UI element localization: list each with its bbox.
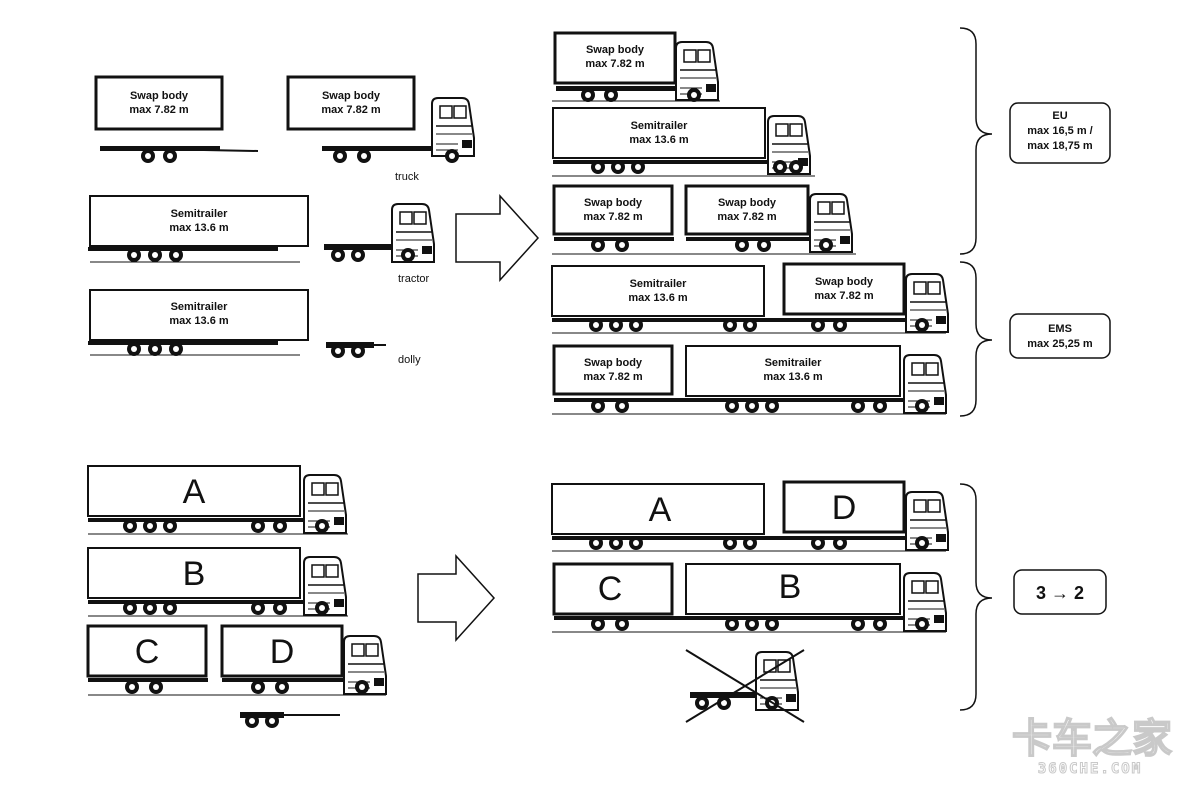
combo-truck-swap-body: Swap body max 7.82 m [552, 31, 720, 102]
swap-body-length-2: max 7.82 m [321, 104, 381, 116]
combo4b-label: Swap body [815, 276, 874, 288]
combo5b-length: max 13.6 m [763, 371, 823, 383]
semitrailer-standalone-2: Semitrailer max 13.6 m [88, 289, 309, 356]
semitrailer-label-1: Semitrailer [171, 208, 229, 220]
combinations-panel: Swap body max 7.82 m Semitrailer max 13.… [551, 31, 949, 415]
eu-max-1: max 16,5 m / [1027, 125, 1092, 137]
transition-arrow-top [455, 194, 540, 282]
load-c-right: C [598, 570, 623, 608]
semitrailer-standalone: Semitrailer max 13.6 m [88, 195, 309, 263]
load-d-left: D [270, 633, 295, 671]
transition-arrow-bottom [417, 554, 496, 642]
swap-body-standalone: Swap body max 7.82 m [94, 75, 259, 163]
load-c-left: C [135, 633, 160, 671]
semitrailer-length-2: max 13.6 m [169, 315, 229, 327]
combo-swap-body-semitrailer: Swap body max 7.82 m Semitrailer max 13.… [552, 344, 947, 415]
semitrailer-label-2: Semitrailer [171, 301, 229, 313]
eu-max-2: max 18,75 m [1027, 140, 1093, 152]
truck-caption: truck [395, 171, 419, 183]
combo2-length: max 13.6 m [629, 134, 689, 146]
tractor: tractor [324, 203, 435, 285]
dolly: dolly [326, 342, 421, 366]
removed-tractor [685, 649, 805, 723]
ems-max: max 25,25 m [1027, 338, 1093, 350]
combo4b-length: max 7.82 m [814, 290, 874, 302]
watermark-brand: 卡车之家 [1012, 716, 1172, 762]
combo3a-label: Swap body [584, 197, 643, 209]
eu-label-box [1009, 102, 1111, 164]
swap-body-length-1: max 7.82 m [129, 104, 189, 116]
combo-truck-two-swap-bodies: Swap body max 7.82 m Swap body max 7.82 … [552, 184, 856, 255]
load-d-right: D [832, 489, 857, 527]
semitrailer-length-1: max 13.6 m [169, 222, 229, 234]
eu-title: EU [1052, 110, 1067, 122]
combo3a-length: max 7.82 m [583, 211, 643, 223]
combo-semitrailer-dolly-swap-body: Semitrailer max 13.6 m Swap body max 7.8… [551, 262, 949, 334]
swap-body-label-1: Swap body [130, 90, 189, 102]
group-braces-top: EU max 16,5 m / max 18,75 m EMS max 25,2… [959, 27, 1111, 417]
truck-with-swap-body: Swap body max 7.82 m truck [286, 75, 475, 183]
combo2-label: Semitrailer [631, 120, 689, 132]
combo1-length: max 7.82 m [585, 58, 645, 70]
components-panel: Swap body max 7.82 m Swap body max 7.82 … [88, 75, 475, 366]
load-b-right: B [779, 568, 802, 606]
combo4a-label: Semitrailer [630, 278, 688, 290]
dolly-caption: dolly [398, 354, 421, 366]
swap-body-label-2: Swap body [322, 90, 381, 102]
load-a-left: A [183, 473, 206, 511]
load-a-right: A [649, 491, 672, 529]
result-label-box [1013, 569, 1107, 615]
tractor-caption: tractor [398, 273, 430, 285]
group-brace-bottom: 3 → 2 [959, 483, 1107, 711]
combo1-label: Swap body [586, 44, 645, 56]
combo5a-length: max 7.82 m [583, 371, 643, 383]
result-label: 3 → 2 [1036, 583, 1084, 603]
combo5a-label: Swap body [584, 357, 643, 369]
watermark: 卡车之家 360CHE.COM [1011, 715, 1173, 777]
combo3b-label: Swap body [718, 197, 777, 209]
combo4a-length: max 13.6 m [628, 292, 688, 304]
ems-title: EMS [1048, 323, 1072, 335]
watermark-site: 360CHE.COM [1038, 761, 1142, 777]
combo-tractor-semitrailer: Semitrailer max 13.6 m [552, 107, 815, 177]
load-b-left: B [183, 555, 206, 593]
ems-label-box [1009, 313, 1111, 359]
combo3b-length: max 7.82 m [717, 211, 777, 223]
combo5b-label: Semitrailer [765, 357, 823, 369]
current-vehicles-panel: A B C D [86, 465, 387, 728]
reduced-vehicles-panel: A D C B [551, 480, 949, 723]
